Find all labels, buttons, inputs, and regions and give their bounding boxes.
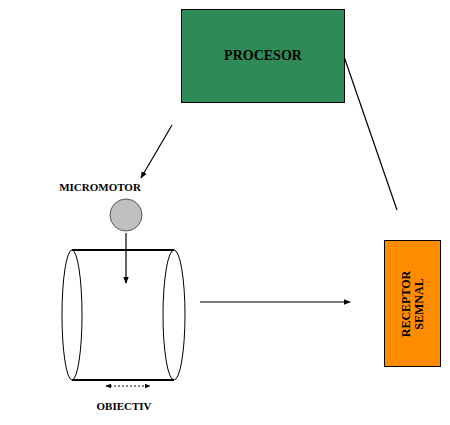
objective-cylinder bbox=[58, 248, 190, 420]
cylinder-edge bbox=[72, 249, 174, 251]
lens-face bbox=[163, 250, 185, 380]
movement-arrow bbox=[106, 385, 150, 386]
motor-label: MICROMOTOR bbox=[55, 181, 145, 193]
processor-box: PROCESOR bbox=[181, 9, 345, 103]
objective-node: OBIECTIV bbox=[58, 248, 190, 420]
signal-arrow bbox=[200, 301, 350, 302]
signal-arrow bbox=[141, 125, 172, 178]
box-label: PROCESOR bbox=[224, 48, 302, 64]
micromotor-circle bbox=[110, 199, 142, 231]
cylinder-edge bbox=[72, 379, 174, 381]
objective-label: OBIECTIV bbox=[58, 400, 190, 412]
micromotor-node: MICROMOTOR bbox=[55, 181, 145, 233]
lens-face bbox=[62, 250, 82, 380]
box-label: RECEPTOR SEMNAL bbox=[399, 262, 425, 346]
signal-arrow bbox=[125, 233, 126, 283]
receptor-box: RECEPTOR SEMNAL bbox=[384, 240, 441, 367]
